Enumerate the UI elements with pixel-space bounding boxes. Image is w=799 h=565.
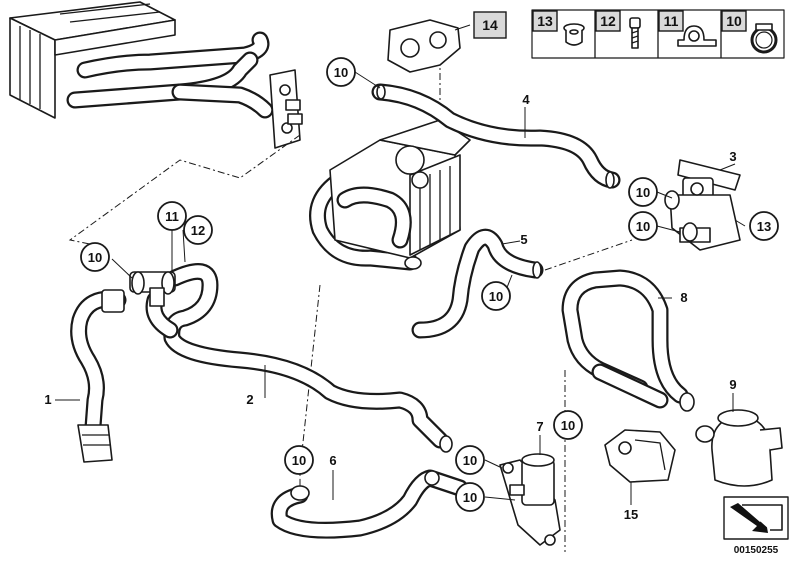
- hose-1: [70, 289, 127, 463]
- callout-10-lower-left: 10: [284, 445, 314, 475]
- water-valve-3: [664, 159, 741, 251]
- label-part-8: 8: [680, 290, 687, 305]
- label-part-4: 4: [522, 92, 530, 107]
- header-box-14: 14: [473, 11, 507, 39]
- svg-text:10: 10: [88, 250, 102, 265]
- svg-text:12: 12: [191, 223, 205, 238]
- svg-text:10: 10: [636, 185, 650, 200]
- heater-core: [9, 1, 176, 119]
- hose-clamp-icon: [750, 23, 778, 54]
- svg-text:13: 13: [757, 219, 771, 234]
- svg-text:10: 10: [726, 13, 742, 29]
- label-part-6: 6: [329, 453, 336, 468]
- heater-pipes: [66, 31, 274, 119]
- connector-line-heater: [68, 134, 301, 245]
- callout-10-top: 10: [326, 57, 356, 87]
- legend-item-13: 13: [532, 10, 585, 46]
- callout-10-hose5: 10: [481, 281, 511, 311]
- callout-11: 11: [157, 201, 187, 231]
- auxiliary-heater: [309, 119, 471, 271]
- callout-12: 12: [183, 215, 213, 245]
- label-part-7: 7: [536, 419, 543, 434]
- legend-item-10: 10: [721, 10, 778, 54]
- bolt-icon: [629, 17, 641, 49]
- callout-10-hose2-end: 10: [455, 445, 485, 475]
- grommet-icon: [563, 23, 585, 46]
- label-part-3: 3: [729, 149, 736, 164]
- hose-5: [411, 228, 544, 339]
- bracket-15: [604, 429, 676, 483]
- connector-line-5: [544, 239, 633, 271]
- hose-8: [561, 269, 695, 412]
- svg-text:10: 10: [463, 453, 477, 468]
- label-part-2: 2: [246, 392, 253, 407]
- callout-10-hose6-end: 10: [455, 482, 485, 512]
- legend-item-11: 11: [658, 10, 717, 47]
- t-piece-junction: [129, 271, 176, 307]
- hose-2: [145, 262, 453, 453]
- water-pump-9: [695, 409, 783, 487]
- label-part-5: 5: [520, 232, 527, 247]
- leader-lines: [55, 24, 746, 505]
- reference-number: 00150255: [734, 545, 779, 556]
- svg-text:13: 13: [537, 13, 553, 29]
- p-clamp-icon: [677, 25, 717, 47]
- valve-7: [499, 453, 561, 546]
- hose-6: [270, 469, 469, 539]
- callout-10-valve-lower: 10: [628, 211, 658, 241]
- reference-block: 00150255: [723, 496, 789, 556]
- svg-text:11: 11: [664, 13, 679, 29]
- svg-text:10: 10: [463, 490, 477, 505]
- svg-text:12: 12: [600, 13, 616, 29]
- callout-10-right-vertical: 10: [553, 410, 583, 440]
- callout-13-valve: 13: [749, 211, 779, 241]
- svg-text:14: 14: [482, 17, 498, 33]
- label-part-15: 15: [624, 507, 638, 522]
- svg-text:10: 10: [561, 418, 575, 433]
- svg-text:10: 10: [489, 289, 503, 304]
- svg-text:10: 10: [636, 219, 650, 234]
- callout-10-valve-upper: 10: [628, 177, 658, 207]
- arrow-icon: [730, 503, 783, 533]
- legend-item-12: 12: [595, 10, 641, 49]
- svg-text:10: 10: [334, 65, 348, 80]
- svg-text:11: 11: [165, 209, 179, 224]
- heater-flange: [269, 69, 303, 149]
- label-part-9: 9: [729, 377, 736, 392]
- callout-10-left: 10: [80, 242, 110, 272]
- small-parts-legend: 13 12 11: [531, 9, 785, 59]
- hose-4: [371, 83, 621, 189]
- svg-text:10: 10: [292, 453, 306, 468]
- label-part-1: 1: [44, 392, 51, 407]
- gasket-14: [387, 19, 461, 73]
